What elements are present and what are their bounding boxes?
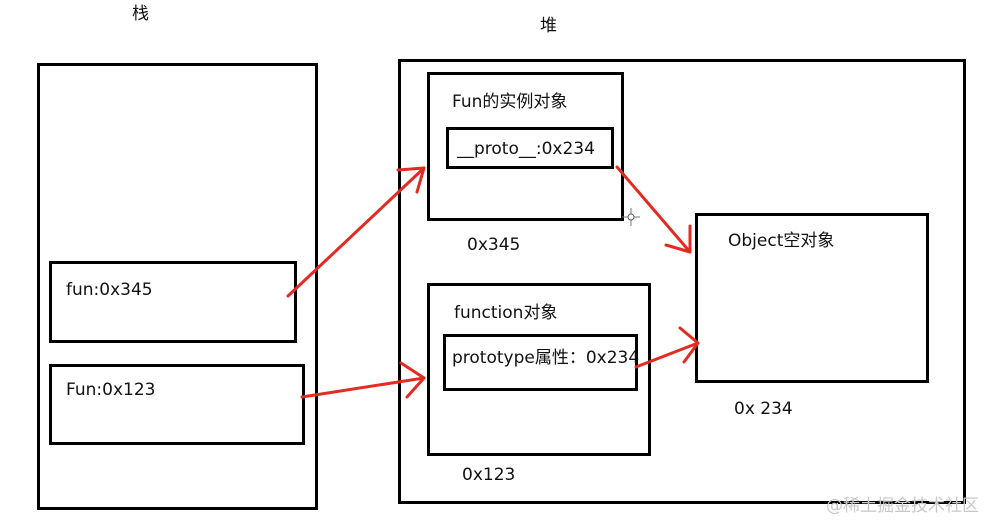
stack-title: 栈 [132,4,149,24]
empty-object-box: Object空对象 [695,213,929,383]
function-object-box: function对象 [427,283,651,456]
stack-entry-Fun-label: Fun:0x123 [66,380,156,400]
proto-field-box: __proto__:0x234 [446,127,614,169]
empty-object-title: Object空对象 [728,231,835,251]
prototype-field-label: prototype属性：0x234 [452,348,640,368]
cursor-crosshair-icon [622,208,640,226]
watermark: @稀土掘金技术社区 [826,496,979,516]
proto-field-label: __proto__:0x234 [457,139,595,159]
stack-entry-fun: fun:0x345 [49,261,297,343]
instance-object-box: Fun的实例对象 [427,72,624,221]
stack-entry-Fun: Fun:0x123 [49,364,305,445]
instance-object-title: Fun的实例对象 [452,92,568,112]
function-object-address: 0x123 [462,465,516,485]
instance-address: 0x345 [467,235,521,255]
empty-object-address: 0x 234 [734,399,793,419]
stack-entry-fun-label: fun:0x345 [66,280,153,300]
function-object-title: function对象 [454,303,558,323]
prototype-field-box: prototype属性：0x234 [443,334,640,391]
heap-title: 堆 [540,16,557,36]
